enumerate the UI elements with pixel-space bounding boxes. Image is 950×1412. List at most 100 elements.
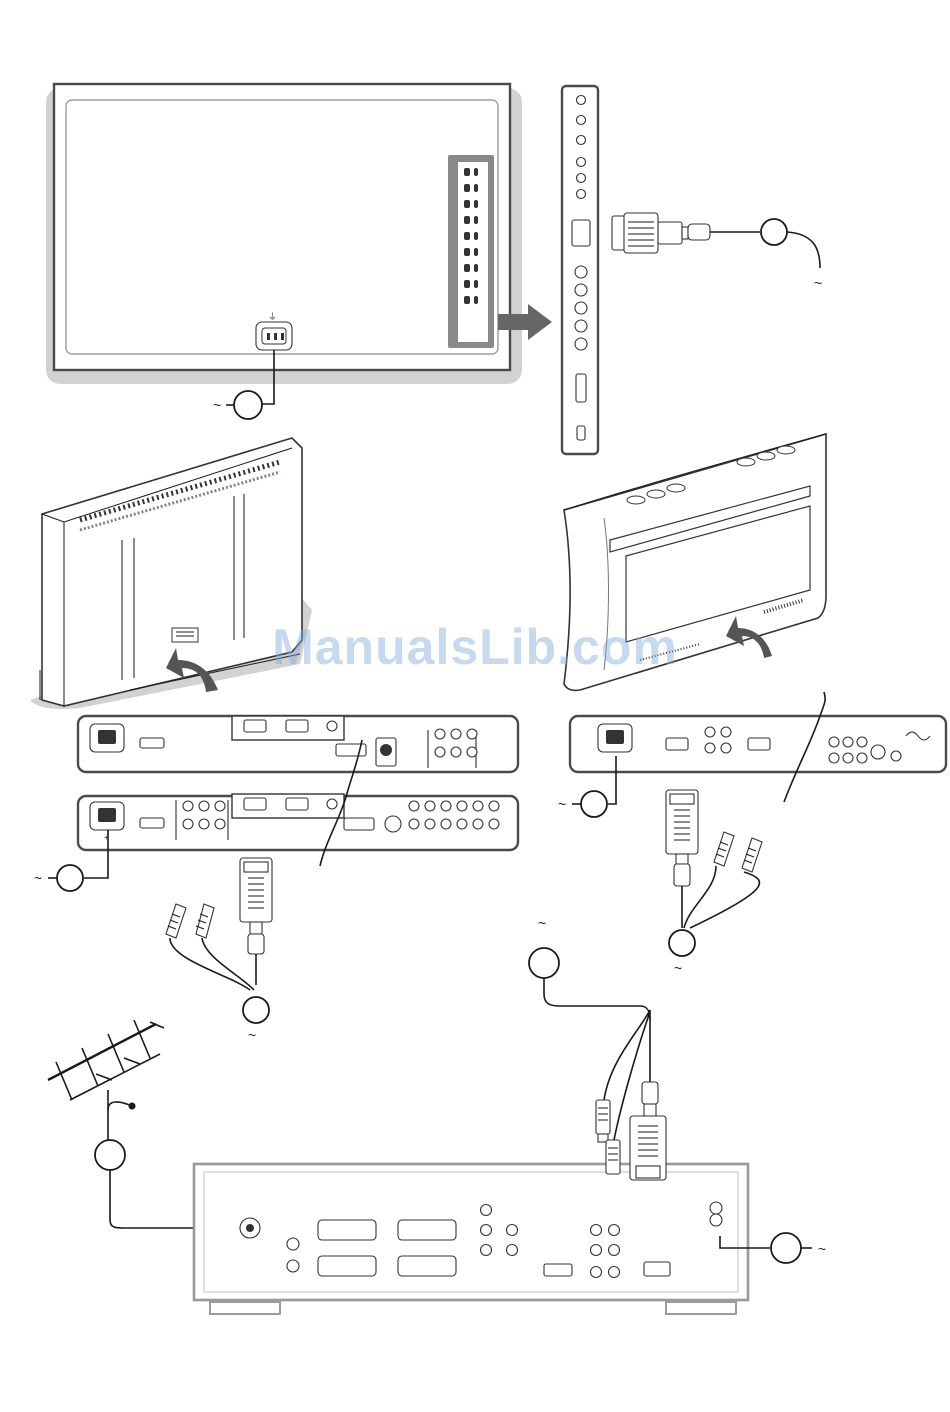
- rca-socket-icon: [457, 801, 467, 811]
- mini-port-icon: [474, 216, 478, 224]
- mains-symbol: ~: [558, 796, 566, 812]
- rca-socket-icon: [575, 320, 587, 332]
- rca-socket-icon: [473, 801, 483, 811]
- mini-port-icon: [474, 264, 478, 272]
- rca-socket-icon: [489, 819, 499, 829]
- rca-plug-icon: [714, 832, 762, 872]
- vga-plug-icon: [666, 790, 698, 886]
- port-icon: [577, 426, 585, 440]
- mini-port-icon: [464, 184, 470, 192]
- connector-panel: [78, 794, 518, 850]
- rca-socket-icon: [473, 819, 483, 829]
- vga-plug-icon: [630, 1082, 666, 1180]
- scart-socket-icon: [398, 1256, 456, 1276]
- rca-socket-icon: [507, 1245, 518, 1256]
- rca-socket-icon: [441, 819, 451, 829]
- rca-socket-icon: [435, 747, 445, 757]
- callout-circle: [669, 930, 695, 956]
- rca-socket-icon: [575, 338, 587, 350]
- rca-socket-icon: [891, 751, 901, 761]
- rca-socket-icon: [575, 284, 587, 296]
- callout-circle: [771, 1233, 801, 1263]
- earth-symbol: ⏚: [268, 312, 277, 322]
- rca-plug-icon: [166, 904, 214, 938]
- rca-socket-icon: [481, 1225, 492, 1236]
- rca-socket-icon: [857, 737, 867, 747]
- dvi-socket-icon: [576, 374, 586, 402]
- callout-circle: [234, 391, 262, 419]
- mini-port-icon: [464, 264, 470, 272]
- mini-port-icon: [464, 200, 470, 208]
- rca-socket-icon: [577, 136, 586, 145]
- callout-circle: [243, 997, 269, 1023]
- rca-socket-icon: [609, 1267, 620, 1278]
- rca-socket-icon: [829, 753, 839, 763]
- mains-symbol: ~: [818, 1241, 826, 1257]
- mains-symbol: ~: [538, 915, 546, 931]
- rca-socket-icon: [441, 801, 451, 811]
- rca-socket-icon: [575, 266, 587, 278]
- rca-socket-icon: [409, 801, 419, 811]
- mains-socket-icon: [256, 322, 292, 350]
- mains-symbol: ~: [814, 275, 822, 291]
- rca-socket-icon: [857, 753, 867, 763]
- rca-socket-icon: [575, 302, 587, 314]
- mini-port-icon: [474, 168, 478, 176]
- mains-symbol: ~: [34, 870, 42, 886]
- rca-socket-icon: [183, 801, 193, 811]
- plus-symbol: +: [104, 833, 109, 842]
- rca-socket-icon: [609, 1245, 620, 1256]
- rca-socket-icon: [425, 801, 435, 811]
- connector-panel: [570, 716, 946, 772]
- rca-socket-icon: [199, 801, 209, 811]
- rca-socket-icon: [481, 1245, 492, 1256]
- mains-symbol: ~: [213, 397, 221, 413]
- rca-socket-icon: [409, 819, 419, 829]
- rca-socket-icon: [457, 819, 467, 829]
- rca-socket-icon: [507, 1225, 518, 1236]
- mini-port-icon: [474, 296, 478, 304]
- rca-socket-icon: [489, 801, 499, 811]
- rca-socket-icon: [577, 158, 586, 167]
- callout-circle: [95, 1140, 125, 1170]
- rca-socket-icon: [425, 819, 435, 829]
- rca-socket-icon: [577, 190, 586, 199]
- mini-port-icon: [464, 232, 470, 240]
- rca-socket-icon: [577, 96, 586, 105]
- mini-port-icon: [464, 216, 470, 224]
- rca-socket-icon: [451, 747, 461, 757]
- rca-socket-icon: [215, 801, 225, 811]
- rca-socket-icon: [435, 729, 445, 739]
- rca-socket-icon: [451, 729, 461, 739]
- rca-socket-icon: [609, 1225, 620, 1236]
- callout-circle: [57, 865, 83, 891]
- mini-port-icon: [474, 232, 478, 240]
- rca-socket-icon: [577, 174, 586, 183]
- callout-circle: [529, 948, 559, 978]
- rca-socket-icon: [467, 729, 477, 739]
- antenna-icon: [48, 1020, 164, 1140]
- tv-back-panel-illustration: [194, 1164, 748, 1314]
- scart-socket-icon: [398, 1220, 456, 1240]
- mini-port-icon: [464, 296, 470, 304]
- mains-symbol: ~: [674, 960, 682, 976]
- mini-port-icon: [464, 248, 470, 256]
- mains-symbol: ~: [248, 1027, 256, 1043]
- rca-socket-icon: [481, 1205, 492, 1216]
- tv-back-panel-illustration: [46, 84, 522, 384]
- rca-socket-icon: [591, 1245, 602, 1256]
- mini-port-icon: [464, 168, 470, 176]
- connector-panel: [78, 716, 518, 772]
- scart-socket-icon: [318, 1220, 376, 1240]
- rca-socket-icon: [591, 1225, 602, 1236]
- vga-socket-icon: [572, 220, 590, 246]
- callout-circle: [581, 791, 607, 817]
- mini-port-icon: [474, 248, 478, 256]
- rca-socket-icon: [577, 116, 586, 125]
- rca-socket-icon: [199, 819, 209, 829]
- mini-port-icon: [474, 184, 478, 192]
- rca-socket-icon: [829, 737, 839, 747]
- scart-socket-icon: [318, 1256, 376, 1276]
- callout-circle: [761, 219, 787, 245]
